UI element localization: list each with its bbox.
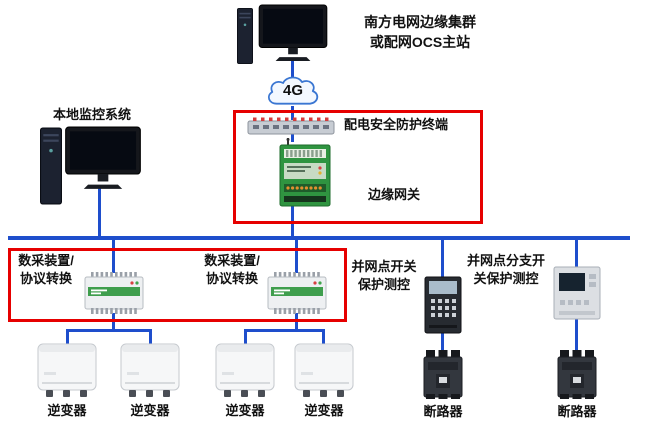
connector-branch-to-inv2 — [149, 329, 152, 344]
master-station-tower-icon — [236, 8, 254, 64]
branch-switch-label-line1: 并网点分支开 — [466, 253, 545, 268]
edge-gateway-device — [278, 138, 332, 208]
inverter4-label: 逆变器 — [304, 403, 344, 418]
connector-bus-to-protdev — [441, 239, 444, 277]
daq2-label: 数采装置/ 协议转换 — [196, 252, 268, 288]
security-terminal-device — [247, 116, 335, 136]
connector-switch-to-gateway — [291, 132, 294, 142]
master-station-label-line1: 南方电网边缘集群 — [364, 14, 476, 30]
connector-leftpc-to-bus — [98, 188, 101, 238]
local-monitor-monitor-icon — [64, 126, 142, 190]
inverter1-device — [36, 342, 98, 400]
daq1-label: 数采装置/ 协议转换 — [10, 252, 82, 288]
cloud-4g-icon — [264, 74, 322, 110]
branch-switch-protection-device — [553, 266, 601, 320]
connector-branch-to-breaker2 — [575, 319, 578, 352]
master-station-monitor-icon — [258, 4, 328, 62]
cloud-4g-label: 4G — [282, 82, 303, 99]
breaker1-device — [423, 350, 463, 400]
connector-daq1-branch-h — [66, 329, 152, 332]
inverter4-device — [293, 342, 355, 400]
breaker2-device — [557, 350, 597, 400]
daq1-label-line2: 协议转换 — [19, 271, 72, 286]
connector-branch-to-inv3 — [244, 329, 247, 344]
connector-daq1-down — [112, 313, 115, 331]
grid-switch-label: 并网点开关 保护测控 — [346, 258, 422, 294]
edge-gateway-label: 边缘网关 — [368, 187, 421, 202]
connector-bus-to-daq2 — [295, 239, 298, 273]
security-terminal-label: 配电安全防护终端 — [344, 117, 449, 132]
master-station-label-line2: 或配网OCS主站 — [369, 34, 471, 50]
bus-line — [8, 236, 630, 240]
daq2-label-line1: 数采装置/ — [204, 253, 260, 268]
daq1-device — [84, 272, 144, 314]
local-monitor-label: 本地监控系统 — [53, 107, 132, 122]
connector-daq2-down — [295, 313, 298, 331]
daq2-device — [267, 272, 327, 314]
connector-daq2-branch-h — [244, 329, 325, 332]
grid-switch-protection-device — [424, 276, 462, 334]
connector-prot-to-breaker1 — [441, 333, 444, 352]
grid-switch-label-line1: 并网点开关 — [351, 259, 417, 274]
inverter3-label: 逆变器 — [225, 403, 265, 418]
connector-branch-to-inv4 — [322, 329, 325, 344]
daq1-label-line1: 数采装置/ — [18, 253, 74, 268]
master-station-label: 南方电网边缘集群 或配网OCS主站 — [358, 12, 482, 52]
inverter1-label: 逆变器 — [47, 403, 87, 418]
connector-gateway-to-bus — [291, 206, 294, 238]
connector-cloud-to-switch — [291, 106, 294, 120]
breaker2-label: 断路器 — [557, 404, 597, 419]
breaker1-label: 断路器 — [423, 404, 463, 419]
inverter2-device — [119, 342, 181, 400]
inverter2-label: 逆变器 — [130, 403, 170, 418]
connector-pc-to-cloud — [291, 60, 294, 78]
connector-bus-to-daq1 — [112, 239, 115, 273]
branch-switch-label-line2: 关保护测控 — [473, 271, 539, 286]
connector-bus-to-branchdev — [575, 239, 578, 268]
grid-switch-label-line2: 保护测控 — [357, 277, 410, 292]
local-monitor-tower-icon — [40, 124, 62, 208]
branch-switch-label: 并网点分支开 关保护测控 — [460, 252, 552, 288]
connector-branch-to-inv1 — [66, 329, 69, 344]
daq2-label-line2: 协议转换 — [205, 271, 258, 286]
inverter3-device — [214, 342, 276, 400]
